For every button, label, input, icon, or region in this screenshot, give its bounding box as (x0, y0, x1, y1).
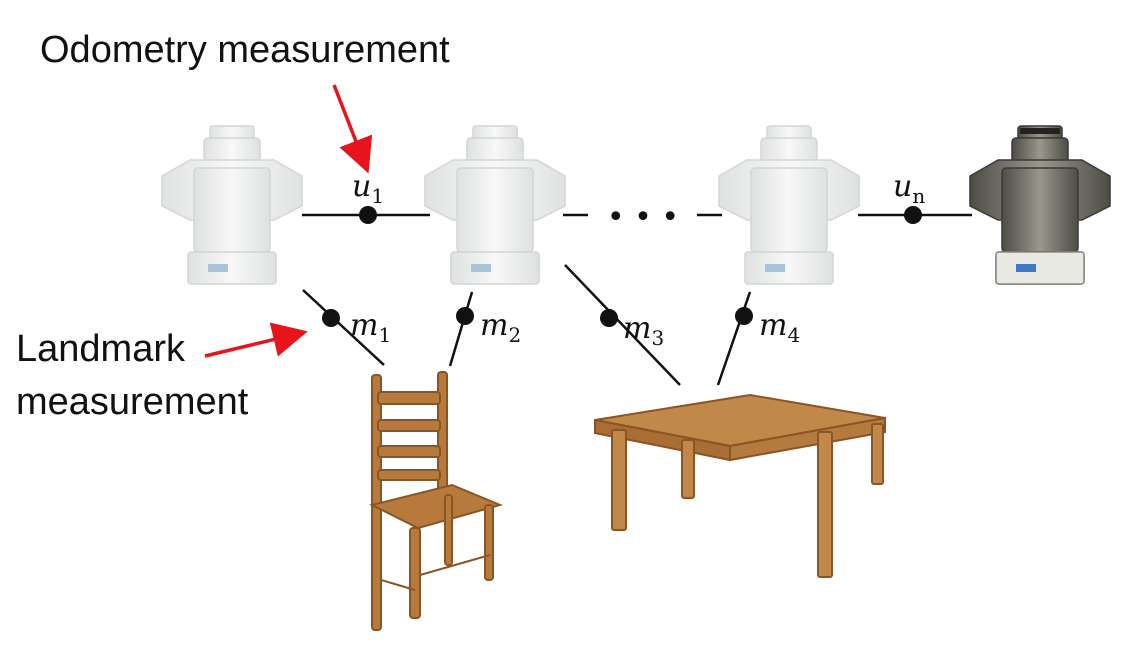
landmark-factor-node-3 (600, 309, 618, 327)
landmark-factor-node-4 (735, 307, 753, 325)
landmark-label-m2: m2 (480, 308, 521, 347)
odometry-callout-label: Odometry measurement (40, 29, 450, 71)
chair-landmark-image (369, 371, 504, 631)
landmark-arrow (204, 322, 308, 358)
robot-pose-current-image (969, 125, 1111, 285)
landmark-factor-node-1 (322, 309, 340, 327)
table-landmark-image (594, 393, 886, 578)
landmark-factor-node-2 (456, 307, 474, 325)
odometry-label-u1: u1 (352, 169, 384, 208)
landmark-label-m4: m4 (759, 308, 800, 347)
landmark-edge-4 (716, 291, 752, 386)
odometry-label-un: un (893, 169, 925, 208)
landmark-edge-2 (448, 291, 474, 367)
odometry-factor-node-n (904, 206, 922, 224)
landmark-label-m1: m1 (350, 308, 391, 347)
landmark-edge-1 (302, 289, 385, 366)
odometry-factor-node-1 (359, 206, 377, 224)
robot-pose-3-image (718, 125, 860, 285)
robot-pose-2-image (424, 125, 566, 285)
odometry-arrow (332, 84, 373, 174)
robot-pose-1-image (161, 125, 303, 285)
landmark-callout-line1: Landmark (16, 328, 186, 370)
landmark-callout-line2: measurement (16, 381, 249, 423)
landmark-label-m3: m3 (623, 311, 664, 350)
chain-ellipsis: • • • (607, 200, 679, 235)
landmark-edge-3 (564, 264, 681, 386)
